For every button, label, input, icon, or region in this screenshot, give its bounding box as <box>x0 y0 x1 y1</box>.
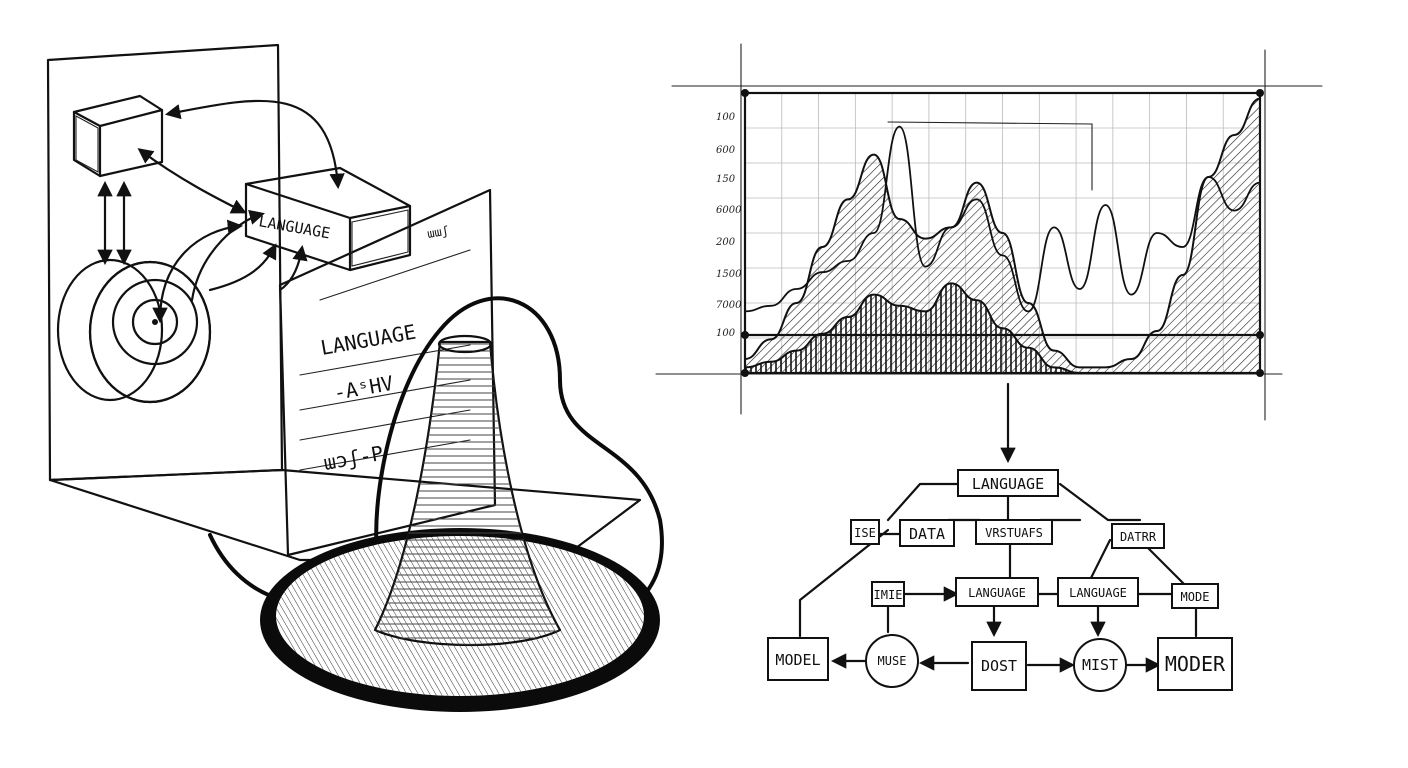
chart-ytick-label: 1500 <box>716 269 742 280</box>
flow-row1-3: DATRR <box>1120 530 1157 544</box>
flow-row2-0: IMIE <box>874 588 903 602</box>
cone <box>373 334 562 647</box>
sheet-title: LANGUAGE <box>319 320 418 360</box>
chart-series-line-1 <box>744 282 1260 374</box>
wheel-disc <box>56 258 212 404</box>
language-box-label: LANGUAGE <box>257 212 331 242</box>
flow-row2-3: MODE <box>1181 590 1210 604</box>
flow-row2-2: LANGUAGE <box>1069 586 1127 600</box>
chart-series-line-0 <box>744 97 1261 369</box>
flow-row2-1: LANGUAGE <box>968 586 1026 600</box>
chart-ytick-label: 150 <box>716 174 736 185</box>
flow-row3-2: DOST <box>981 657 1017 675</box>
chart-series <box>744 97 1261 374</box>
connector-arrows <box>97 99 345 324</box>
sheet-scribble-2: ɯɔʃ-P <box>322 441 385 475</box>
cable <box>374 296 664 622</box>
flow-row3-0: MODEL <box>775 651 820 669</box>
chart-ytick-label: 6000 <box>716 205 742 216</box>
machine-illustration: LANGUAGE -AˢHV ɯɔʃ-P ɯɯʃ LANGUAGE <box>46 43 664 712</box>
flow-row3-4: MODER <box>1165 652 1226 676</box>
chart-ytick-label: 100 <box>716 328 736 339</box>
flow-connectors <box>798 482 1198 673</box>
chart-series-line-2 <box>744 125 1261 313</box>
chart-y-ticks: 100 600 150 6000 200 1500 7000 100 <box>715 112 742 339</box>
flow-row3-3: MIST <box>1082 656 1118 674</box>
small-cube <box>72 94 164 178</box>
floor-plane <box>48 468 642 562</box>
flow-row1-2: VRSTUAFS <box>985 526 1043 540</box>
flow-row3-1: MUSE <box>878 654 907 668</box>
chart-ytick-label: 600 <box>716 145 736 156</box>
flow-row1-1: DATA <box>909 525 945 543</box>
sheet-scribble-1: -AˢHV <box>332 371 395 405</box>
chart-ytick-label: 100 <box>716 112 736 123</box>
chart-annotation-bracket <box>887 121 1093 191</box>
flowchart: LANGUAGE ISE DATA VRSTUAFS DATRR IMIE LA… <box>767 469 1233 692</box>
chart-ytick-label: 200 <box>715 237 736 248</box>
flow-row1-0: ISE <box>854 526 876 540</box>
chart-ytick-label: 7000 <box>716 300 742 311</box>
chart: 100 600 150 6000 200 1500 7000 100 <box>655 43 1323 421</box>
flow-top: LANGUAGE <box>972 475 1044 493</box>
corner-note: ɯɯʃ <box>426 223 450 241</box>
